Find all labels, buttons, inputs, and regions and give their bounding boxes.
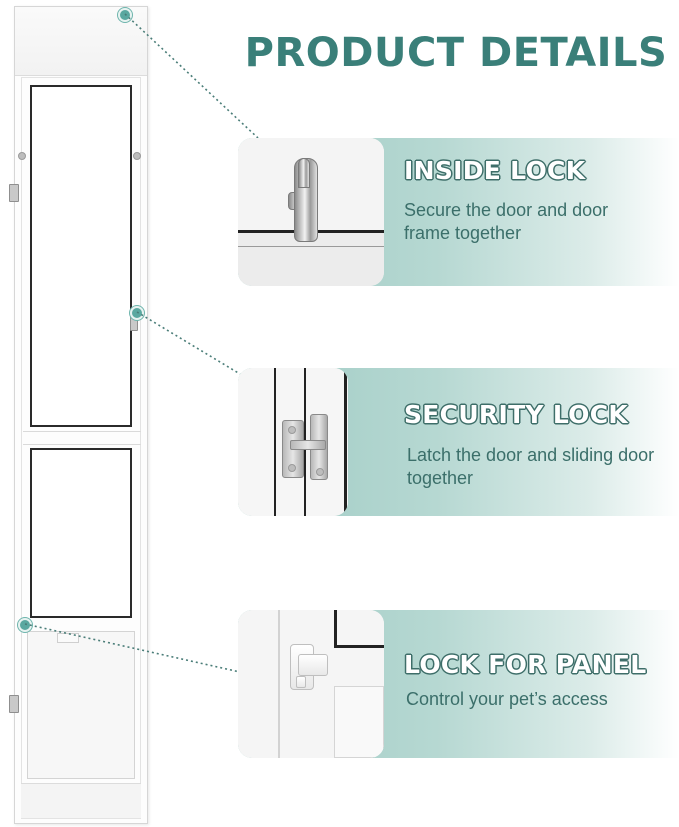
feature-title: SECURITY LOCK	[404, 400, 629, 429]
hinge-icon	[9, 695, 19, 713]
panel-lock-photo	[238, 610, 384, 758]
feature-description: Control your pet’s access	[406, 689, 608, 709]
door-frame	[21, 77, 141, 819]
door-divider	[23, 431, 141, 445]
feature-card-security-lock: SECURITY LOCK Latch the door and sliding…	[238, 368, 679, 516]
pet-door-panel	[9, 6, 148, 824]
security-lock-marker	[130, 306, 144, 320]
page-title: PRODUCT DETAILS	[244, 30, 668, 76]
lower-glass-pane	[30, 448, 132, 618]
screw-icon	[133, 152, 141, 160]
feature-card-panel-lock: LOCK FOR PANEL Control your pet’s access	[238, 610, 679, 758]
feature-description: Latch the door and sliding door together	[407, 445, 655, 488]
hinge-icon	[9, 184, 19, 202]
inside-lock-photo	[238, 138, 384, 286]
feature-title: INSIDE LOCK	[404, 156, 586, 185]
upper-glass-pane	[30, 85, 132, 427]
feature-description: Secure the door and door frame together	[404, 200, 609, 243]
pet-flap	[27, 631, 135, 779]
security-lock-photo	[238, 368, 348, 516]
panel-lock-marker	[18, 618, 32, 632]
inside-lock-marker	[118, 8, 132, 22]
feature-title: LOCK FOR PANEL	[404, 650, 647, 679]
feature-card-inside-lock: INSIDE LOCK Secure the door and door fra…	[238, 138, 679, 286]
screw-icon	[18, 152, 26, 160]
door-bottom-rail	[21, 783, 141, 818]
pet-flap-tab	[57, 633, 79, 643]
